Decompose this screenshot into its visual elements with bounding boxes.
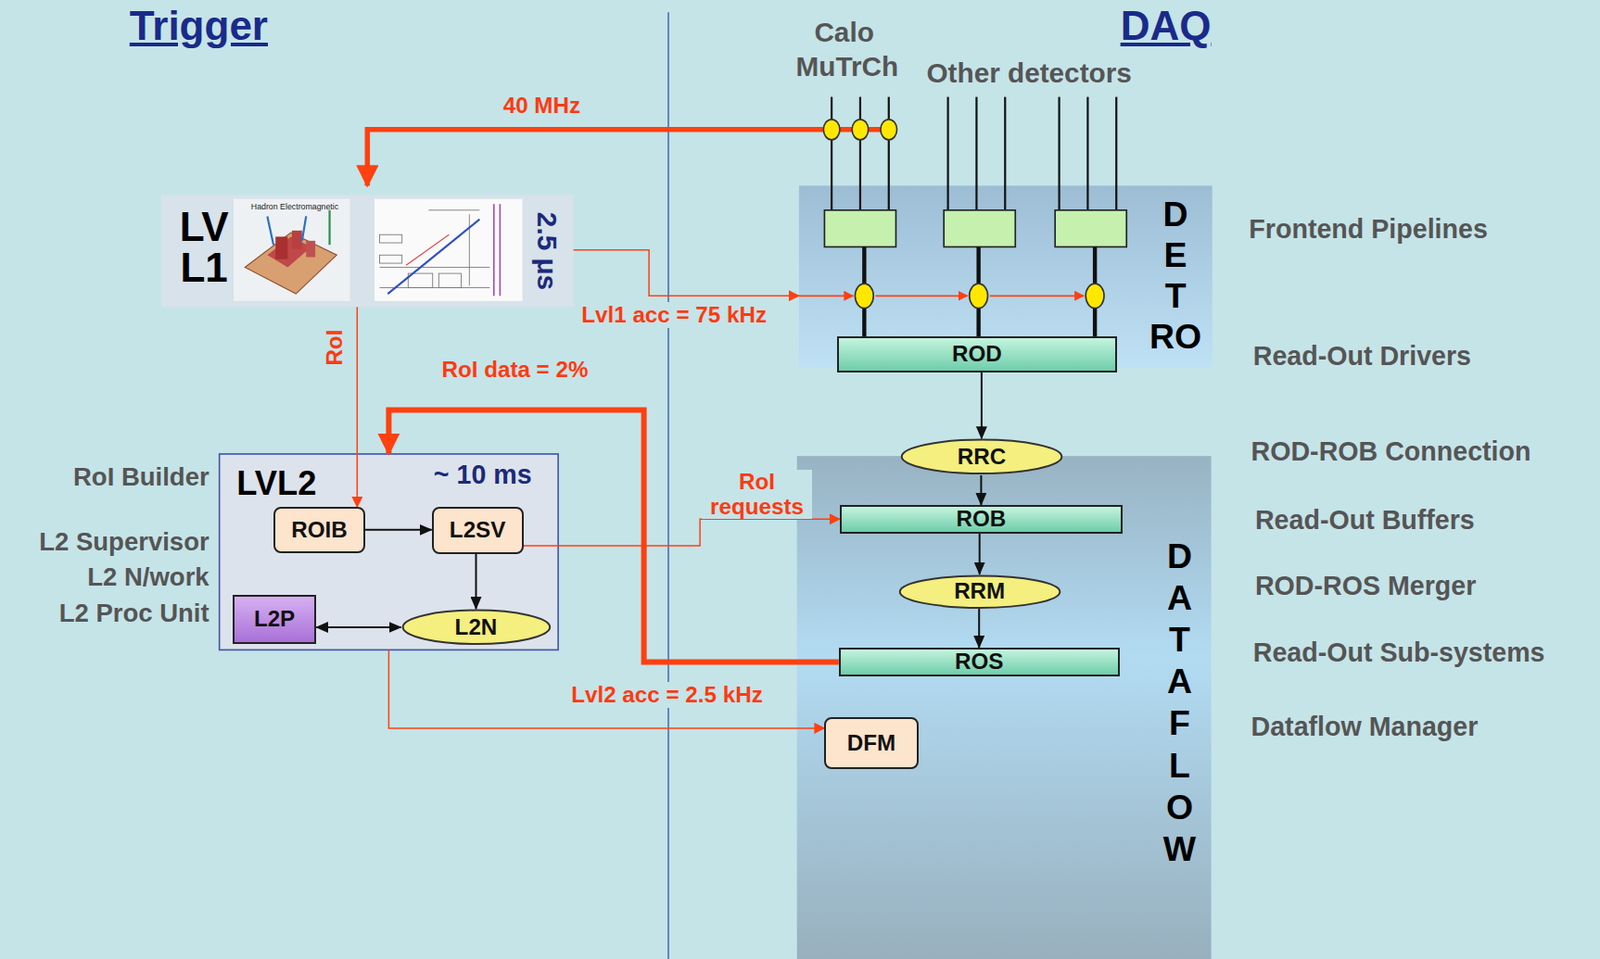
connector: [573, 250, 800, 297]
tap-dots: [823, 119, 897, 140]
edge-label: Lvl1 acc = 75 kHz: [579, 302, 769, 329]
connector: [356, 306, 359, 508]
part-label: ROD-ROS Merger: [1255, 571, 1476, 602]
process-box: ROIB: [273, 507, 366, 554]
connector: [388, 410, 839, 663]
box-label: ROB: [955, 506, 1006, 533]
detector-readout-region: D E T RO ROD: [799, 185, 1213, 368]
box-label: L2SV: [449, 517, 507, 544]
part-label: Calo: [813, 16, 874, 49]
part-label: Read-Out Drivers: [1253, 341, 1472, 372]
part-label: Frontend Pipelines: [1248, 214, 1488, 245]
connector: [523, 519, 840, 547]
connector: [977, 609, 980, 648]
part-label: L2 N/work: [0, 562, 210, 593]
box-label: ROD: [952, 341, 1003, 368]
edge-label: RoI: [324, 328, 347, 369]
process-box: L2P: [232, 595, 317, 645]
connector: [980, 372, 983, 440]
part-label: ROD-ROB Connection: [1251, 436, 1532, 468]
lvl1-panel: LV L1 2.5 μs: [161, 194, 574, 307]
pipeline-boxes: [824, 210, 1127, 248]
merger-ellipse: RRM: [898, 574, 1062, 610]
connector: [365, 529, 432, 532]
static-layout: [233, 12, 1127, 959]
detector-lines: [831, 97, 1117, 211]
part-label: Other detectors: [926, 57, 1131, 89]
lvl1-illustrations: [233, 199, 523, 302]
ellipse-outline: [899, 575, 1060, 608]
connector: [979, 475, 982, 506]
part-label: L2 Proc Unit: [0, 598, 210, 629]
part-label: Read-Out Sub-systems: [1253, 637, 1546, 669]
accept-dots: [854, 283, 1105, 308]
panel-text: D A T A F L O W: [1154, 535, 1206, 871]
ellipse-outline: [402, 610, 550, 645]
lvl2-panel: LVL2 ~ 10 ms ROIB L2SV L2P L2N: [219, 454, 559, 650]
part-label: MuTrCh: [796, 50, 900, 83]
box-label: L2P: [253, 606, 295, 633]
panel-text: 2.5 μs: [531, 212, 563, 291]
box-label: L2N: [455, 614, 498, 641]
bus-box: ROS: [838, 647, 1120, 677]
pipeline-to-rod-lines: [863, 246, 1095, 337]
bus-box: ROB: [839, 505, 1123, 534]
part-label: Dataflow Manager: [1251, 711, 1479, 743]
edge-label: RoI data = 2%: [439, 356, 590, 383]
process-box: L2SV: [431, 507, 524, 555]
lvl1-panel-fill: [161, 194, 574, 307]
box-label: RRM: [953, 578, 1005, 605]
panel-text: LV L1: [171, 206, 237, 289]
network-ellipse: L2N: [401, 609, 552, 647]
box-label: RRC: [957, 444, 1006, 470]
box-label: ROS: [954, 648, 1004, 675]
dataflow-region: D A T A F L O W ROB RRM ROS DFM: [797, 456, 1212, 959]
divider-line: [667, 12, 669, 959]
panel-text: ~ 10 ms: [433, 459, 533, 491]
lvl2-panel-fill: [219, 454, 559, 650]
trigger-feed-arrow: [367, 129, 889, 187]
edge-label: RoI requests: [701, 469, 812, 520]
box-label: DFM: [847, 730, 896, 757]
accept-distribution: [799, 294, 1084, 297]
dataflow-region-fill: [797, 456, 1212, 959]
process-box: DFM: [824, 717, 918, 770]
panel-text: LVL2: [236, 464, 317, 504]
part-label: RoI Builder: [0, 462, 210, 493]
section-title: DAQ: [1120, 2, 1212, 50]
box-label: ROIB: [291, 517, 348, 544]
part-label: Hadron Electromagnetic: [251, 202, 339, 212]
part-label: 40 MHz: [503, 92, 581, 119]
ellipse-outline: [901, 440, 1063, 474]
connector: [978, 533, 981, 575]
connector: [388, 649, 825, 729]
bus-box: ROD: [837, 336, 1118, 373]
section-title: Trigger: [129, 2, 268, 50]
edge-label: Lvl2 acc = 2.5 kHz: [569, 682, 765, 709]
panel-text: D E T RO: [1148, 193, 1202, 357]
connector: [475, 554, 478, 610]
connector: [316, 626, 401, 629]
part-label: L2 Supervisor: [0, 527, 210, 558]
connection-ellipse: RRC: [900, 438, 1064, 476]
part-label: Read-Out Buffers: [1255, 505, 1475, 536]
